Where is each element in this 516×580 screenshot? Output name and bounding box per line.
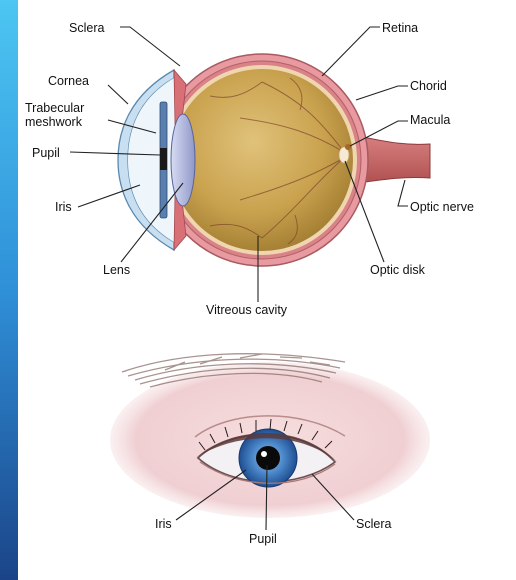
label-optic-disk: Optic disk [370, 263, 426, 277]
label-sclera-bottom: Sclera [356, 517, 391, 531]
label-optic-nerve: Optic nerve [410, 200, 474, 214]
label-pupil-bottom: Pupil [249, 532, 277, 546]
label-vitreous-cavity: Vitreous cavity [206, 303, 288, 317]
lens-shape [171, 114, 195, 206]
label-macula: Macula [410, 113, 450, 127]
label-sclera-top: Sclera [69, 21, 104, 35]
eye-pupil-shape [256, 446, 280, 470]
label-lens: Lens [103, 263, 130, 277]
label-retina: Retina [382, 21, 418, 35]
vitreous-shape [171, 69, 353, 251]
eye-cross-section [118, 54, 430, 266]
label-chorid: Chorid [410, 79, 447, 93]
label-meshwork: meshwork [25, 115, 83, 129]
external-eye [110, 354, 430, 518]
pupil-gap [160, 148, 167, 170]
label-iris-top: Iris [55, 200, 72, 214]
label-trabecular: Trabecular [25, 101, 84, 115]
label-iris-bottom: Iris [155, 517, 172, 531]
label-cornea: Cornea [48, 74, 89, 88]
macula-shape [345, 144, 351, 150]
eye-highlight [261, 451, 267, 457]
label-pupil-top: Pupil [32, 146, 60, 160]
